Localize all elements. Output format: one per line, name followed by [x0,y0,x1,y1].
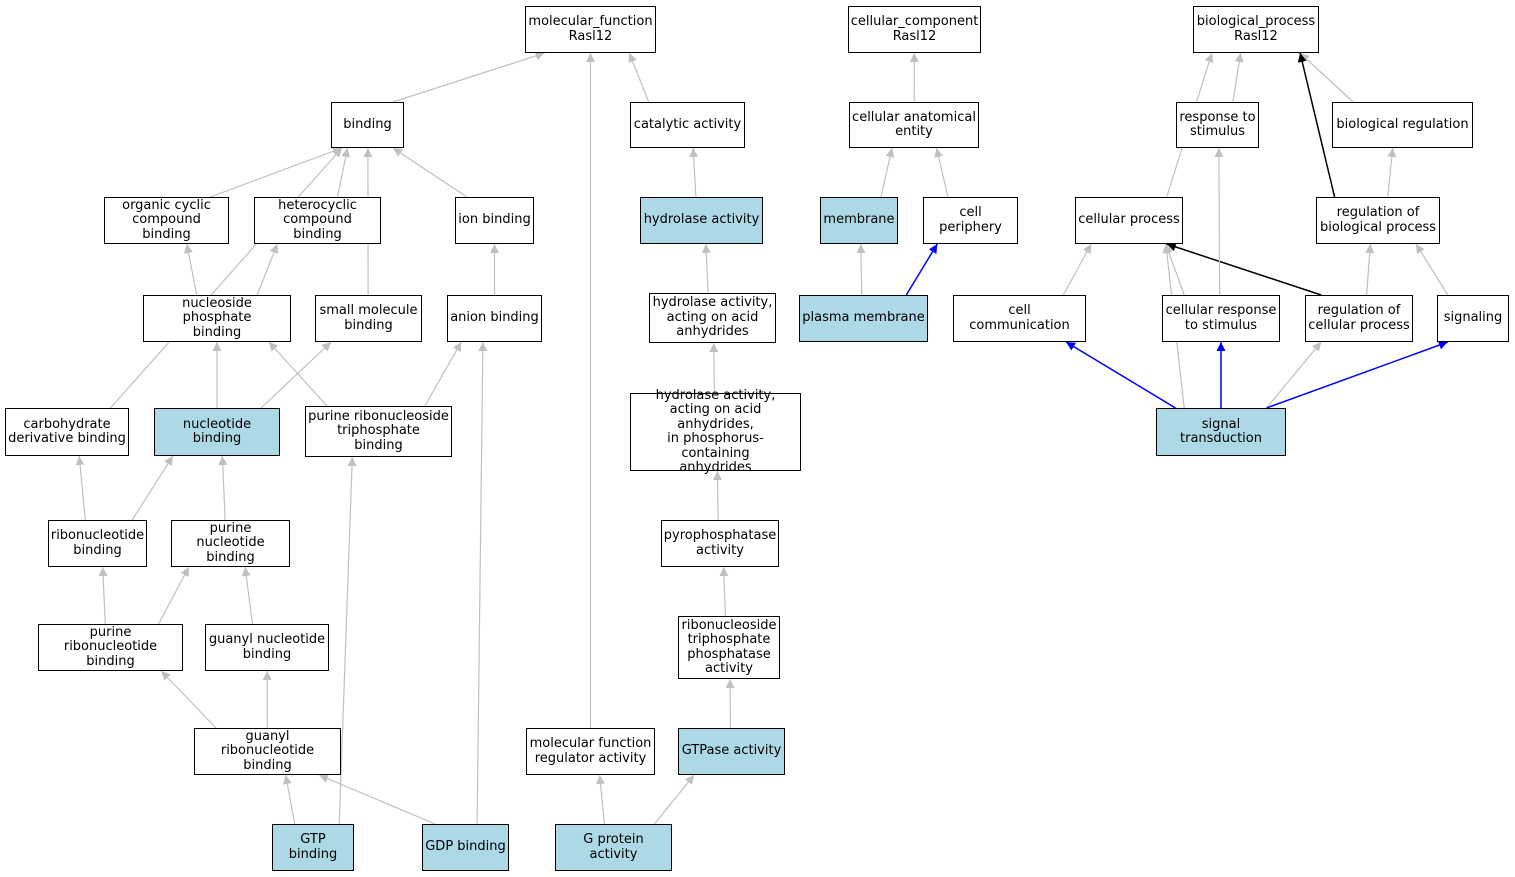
edge-carb-to-binding [109,147,343,409]
edge-hetero-to-binding [336,147,351,198]
edge-pur_nuc-to-nucleotide [218,455,228,521]
node-purine-ribonucleotide-binding: purine ribonucleotide binding [38,624,183,671]
node-guanyl-ribonucleotide-binding: guanyl ribonucleotide binding [194,728,341,775]
node-carbohydrate-derivative-binding: carbohydrate derivative binding [5,408,129,456]
node-hydrolase-activity: hydrolase activity [640,197,763,244]
edge-pur_ribonuc-to-ribonuc [98,566,108,625]
node-regulation-of-biological-process: regulation of biological process [1316,197,1440,244]
edge-sig_trans-to-reg_cell [1266,341,1322,409]
node-cellular-response-to-stimulus: cellular response to stimulus [1162,295,1280,342]
edge-gprot-to-mf_reg [596,774,606,825]
node-hydrolase-activity-phosphorus-anhydrides: hydrolase activity, acting on acid anhyd… [630,388,801,475]
node-response-to-stimulus: response to stimulus [1176,102,1259,148]
edge-resp_stim-to-bp_root [1232,52,1244,103]
node-cellular-component-root: cellular_component Rasl12 [848,6,981,53]
node-cell-communication: cell communication [953,295,1086,342]
node-gdp-binding: GDP binding [422,824,509,871]
edge-pur_rntp-to-nuc_phos [268,341,328,407]
edge-ribonuc-to-carb [75,455,86,521]
node-ribonucleotide-binding: ribonucleotide binding [48,520,147,567]
edge-binding-to-mf_root [392,51,545,103]
node-binding: binding [331,102,404,148]
node-organic-cyclic-compound-binding: organic cyclic compound binding [104,197,229,244]
node-regulation-of-cellular-process: regulation of cellular process [1305,295,1413,342]
edge-reg_bio-to-bio_reg [1387,147,1397,198]
node-anion-binding: anion binding [447,295,542,342]
node-signaling: signaling [1437,295,1509,342]
edge-plasma-to-membrane [856,243,866,296]
node-signal-transduction: signal transduction [1156,408,1286,456]
edge-signaling-to-reg_bio [1415,243,1449,296]
node-nucleotide-binding: nucleotide binding [154,408,280,456]
node-gtp-binding: GTP binding [272,824,354,871]
node-purine-nucleotide-binding: purine nucleotide binding [171,520,290,567]
edge-gdp-to-guanyl_rib [318,774,436,825]
edge-pyrophos-to-hyd_phos [712,470,722,521]
edge-rntp_phos-to-pyrophos [719,566,729,617]
edge-reg_cell-to-reg_bio [1365,243,1375,296]
edge-org_cyclic-to-binding [210,146,343,198]
edge-sig_trans-to-cell_comm [1065,341,1176,409]
edge-gtp-to-guanyl_rib [282,774,296,825]
node-cellular-process: cellular process [1075,197,1183,244]
edge-hyd_anh-to-hydrolase [701,243,711,294]
node-hydrolase-activity-acid-anhydrides: hydrolase activity, acting on acid anhyd… [649,293,776,343]
node-heterocyclic-compound-binding: heterocyclic compound binding [254,197,381,244]
edge-gtpase-to-rntp_phos [725,678,735,729]
node-purine-ribonucleoside-triphosphate-binding: purine ribonucleoside triphosphate bindi… [305,406,452,457]
node-guanyl-nucleotide-binding: guanyl nucleotide binding [205,624,329,671]
node-nucleoside-phosphate-binding: nucleoside phosphate binding [143,295,291,342]
node-small-molecule-binding: small molecule binding [315,295,422,342]
node-g-protein-activity: G protein activity [555,824,672,871]
edge-cell_periph-to-cae [934,147,949,198]
edge-hydrolase-to-catalytic [689,147,699,198]
edge-catalytic-to-mf_root [628,52,650,103]
node-molecular-function-regulator-activity: molecular function regulator activity [526,728,655,775]
edge-ribonuc-to-nucleotide [131,455,174,521]
edge-nuc_phos-to-hetero [256,243,279,296]
edge-nucleotide-to-small_mol [260,341,332,409]
node-cell-periphery: cell periphery [923,197,1018,244]
edge-guanyl_nuc-to-pur_nuc [241,566,253,625]
edge-guanyl_rib-to-pur_ribonuc [160,670,217,729]
edge-hyd_phos-to-hyd_anh [709,342,719,394]
edge-bio_reg-to-bp_root [1299,52,1354,103]
edge-pur_ribonuc-to-pur_nuc [157,566,190,625]
node-membrane: membrane [820,197,898,244]
edge-gdp-to-anion [476,341,488,825]
edge-pur_rntp-to-anion [424,341,462,407]
node-molecular-function-root: molecular_function Rasl12 [525,6,656,53]
edge-cell_resp-to-resp_stim [1214,147,1224,296]
edge-reg_bio-to-bp_root [1297,52,1336,198]
node-ion-binding: ion binding [455,197,534,244]
node-cellular-anatomical-entity: cellular anatomical entity [849,102,979,148]
edge-plasma-to-cell_periph [905,243,938,296]
edge-sig_trans-to-signaling [1266,340,1449,409]
edge-membrane-to-cae [880,147,895,198]
edge-gtp-to-pur_rntp [338,456,357,825]
node-catalytic-activity: catalytic activity [630,102,745,148]
edge-cell_comm-to-cell_proc [1062,243,1092,296]
edge-reg_cell-to-cell_proc [1166,242,1322,296]
node-pyrophosphatase-activity: pyrophosphatase activity [661,520,779,567]
node-biological-process-root: biological_process Rasl12 [1193,6,1319,53]
edge-ion_binding-to-binding [392,147,468,198]
node-plasma-membrane: plasma membrane [799,295,928,342]
edge-gprot-to-gtpase [653,774,695,825]
node-biological-regulation: biological regulation [1332,102,1473,148]
node-ribonucleoside-triphosphate-phosphatase-activity: ribonucleoside triphosphate phosphatase … [678,616,780,679]
node-gtpase-activity: GTPase activity [678,728,785,775]
edge-nuc_phos-to-org_cyclic [184,243,198,296]
